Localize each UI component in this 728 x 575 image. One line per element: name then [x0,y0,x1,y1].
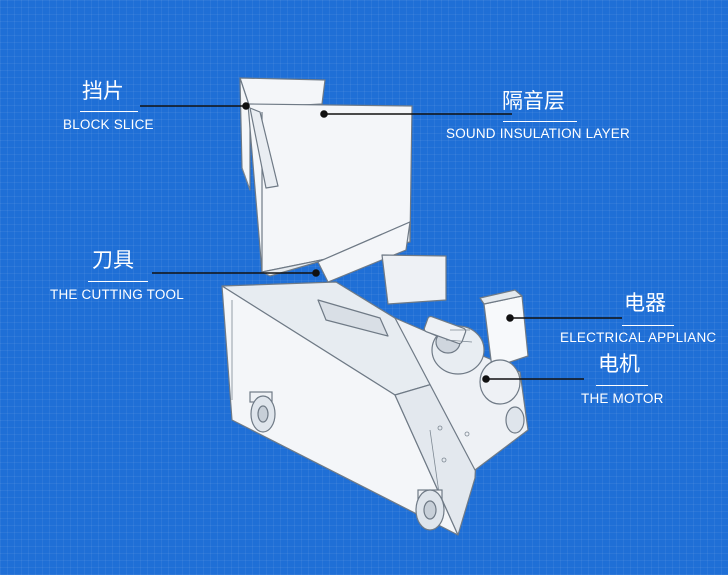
belt-guard [479,359,521,405]
label-motor-underline [596,385,648,386]
label-cutting-tool-zh: 刀具 [92,248,134,272]
casters [249,391,525,531]
label-electrical-zh: 电器 [624,291,666,315]
label-electrical-en: ELECTRICAL APPLIANC [560,330,717,345]
label-block-slice-en: BLOCK SLICE [63,117,154,132]
label-cutting-tool-underline [88,281,148,282]
label-electrical-underline [622,325,674,326]
label-sound-insulation-en: SOUND INSULATION LAYER [446,126,630,141]
label-cutting-tool-en: THE CUTTING TOOL [50,287,184,302]
electrical-box [483,295,529,369]
cutting-tool-lid [317,221,411,283]
label-sound-insulation-underline [503,121,577,122]
control-panel [317,299,389,337]
label-block-slice-underline [80,111,138,112]
label-sound-insulation-zh: 隔音层 [502,89,565,113]
caster-right [505,406,525,434]
label-block-slice-zh: 挡片 [82,79,124,103]
label-motor-zh: 电机 [598,352,640,376]
hinge-brace [249,107,279,189]
label-motor-en: THE MOTOR [581,391,664,406]
rear-frame [381,254,447,305]
